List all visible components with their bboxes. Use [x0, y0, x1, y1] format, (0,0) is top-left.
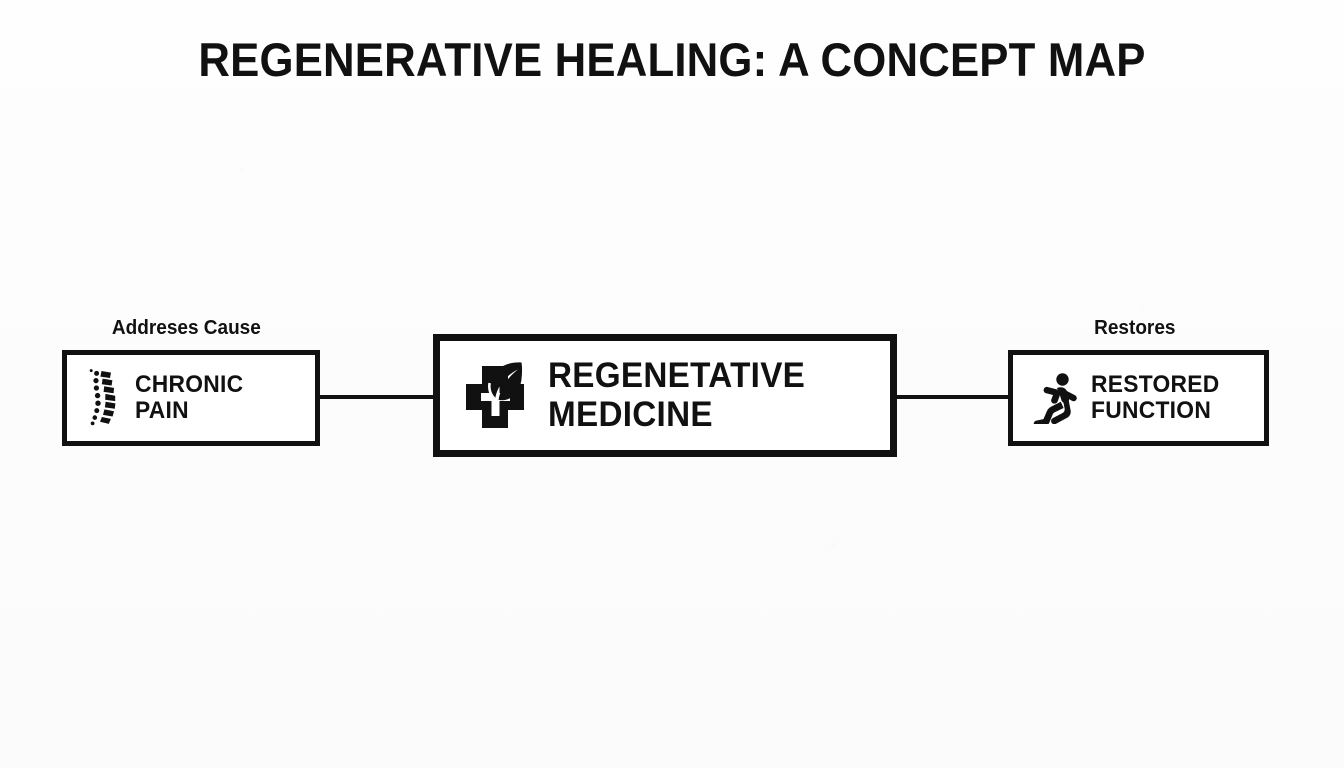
connector-line-medicine-to-function — [895, 395, 1011, 399]
node-label-restored-function: RESTORED FUNCTION — [1091, 370, 1220, 424]
edge-label-restores: Restores — [1094, 317, 1176, 339]
medical-cross-leaf-icon — [466, 361, 524, 428]
node-restored-function[interactable]: RESTORED FUNCTION — [1008, 350, 1269, 446]
page-title: REGENERATIVE HEALING: A CONCEPT MAP — [198, 33, 1146, 86]
connector-line-pain-to-medicine — [318, 395, 436, 399]
spine-icon — [89, 369, 116, 426]
node-regenetative-medicine[interactable]: REGENETATIVE MEDICINE — [433, 334, 897, 457]
edge-label-addresses-cause: Addreses Cause — [111, 317, 261, 339]
node-chronic-pain[interactable]: CHRONIC PAIN — [62, 350, 320, 446]
node-label-chronic-pain: CHRONIC PAIN — [135, 370, 244, 424]
running-person-icon — [1033, 373, 1077, 424]
node-label-regenetative-medicine: REGENETATIVE MEDICINE — [548, 356, 806, 434]
